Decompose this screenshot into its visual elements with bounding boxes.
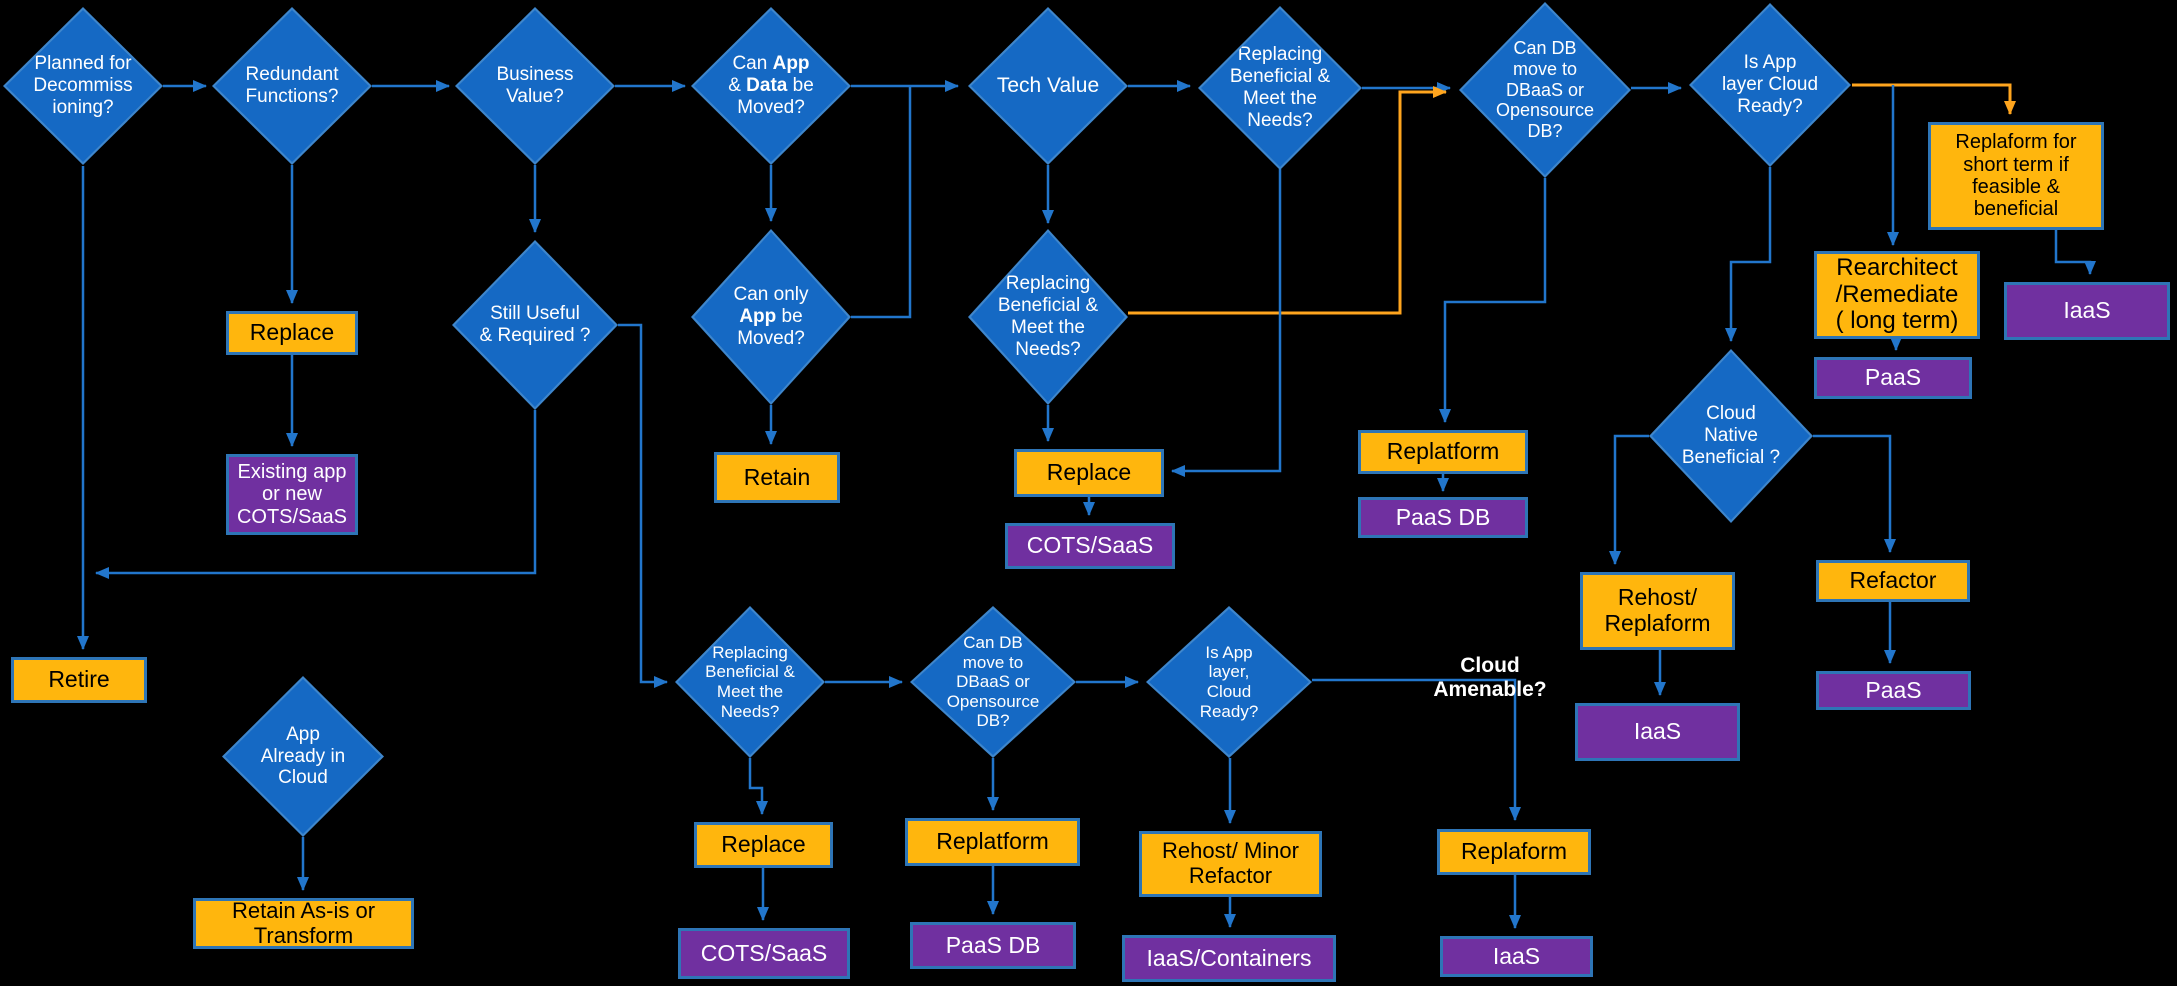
outcome-paas-2: PaaS [1816, 671, 1971, 710]
action-replatform-top: Replatform [1358, 430, 1528, 474]
outcome-paas-db-top: PaaS DB [1358, 497, 1528, 538]
outcome-cots-saas-1: COTS/SaaS [1005, 523, 1175, 569]
outcome-paas-db-2: PaaS DB [910, 922, 1076, 969]
edge-cloud-native-to-rehost-replaform [1609, 434, 1649, 565]
action-retain: Retain [714, 452, 840, 503]
outcome-iaas-3: IaaS [1440, 936, 1593, 977]
action-refactor: Refactor [1816, 560, 1970, 602]
edge-can-db-top-to-replatform [1439, 178, 1547, 423]
action-retire: Retire [11, 657, 147, 703]
label-cloud-amenable: Cloud Amenable? [1433, 654, 1547, 702]
action-rehost-replaform: Rehost/ Replaform [1580, 572, 1735, 650]
edge-can-only-app-join-tech-value [851, 87, 912, 319]
action-retain-asis-or-transform: Retain As-is or Transform [193, 898, 414, 949]
outcome-cots-saas-2: COTS/SaaS [678, 928, 850, 979]
edge-replacing-mid-to-can-db-top-orange [1128, 86, 1447, 315]
edge-replaform-short-to-iaas [2054, 230, 2096, 275]
edge-is-app-top-to-cloud-native [1725, 167, 1772, 342]
action-replaform-bottom-right: Replaform [1437, 829, 1591, 875]
outcome-iaas-2: IaaS [1575, 703, 1740, 761]
action-replaform-short-term: Replaform for short term if feasible & b… [1928, 122, 2104, 230]
outcome-iaas-containers: IaaS/Containers [1122, 935, 1336, 982]
action-rearchitect-remediate: Rearchitect /Remediate ( long term) [1814, 251, 1980, 339]
outcome-paas-1: PaaS [1814, 357, 1972, 399]
outcome-iaas-1: IaaS [2004, 282, 2170, 340]
action-replatform-bottom: Replatform [905, 818, 1080, 866]
action-replace-2: Replace [1014, 449, 1164, 497]
edge-replacing-bot-to-replace [748, 758, 768, 815]
edge-is-app-top-to-replaform-short-orange [1852, 83, 2016, 115]
action-replace-3: Replace [694, 822, 833, 868]
action-replace-1: Replace [226, 311, 358, 355]
edge-replacing-top-to-replace [1171, 169, 1282, 477]
outcome-existing-app-or-new-cots-saas: Existing app or new COTS/SaaS [226, 454, 358, 535]
action-rehost-minor-refactor: Rehost/ Minor Refactor [1139, 831, 1322, 897]
edge-is-app-bot-to-replaform-cloud-amenable [1312, 678, 1521, 821]
edge-still-useful-to-replacing-bot [618, 323, 668, 688]
edge-still-useful-to-retire-line [95, 410, 537, 579]
edge-cloud-native-to-refactor [1813, 434, 1896, 553]
